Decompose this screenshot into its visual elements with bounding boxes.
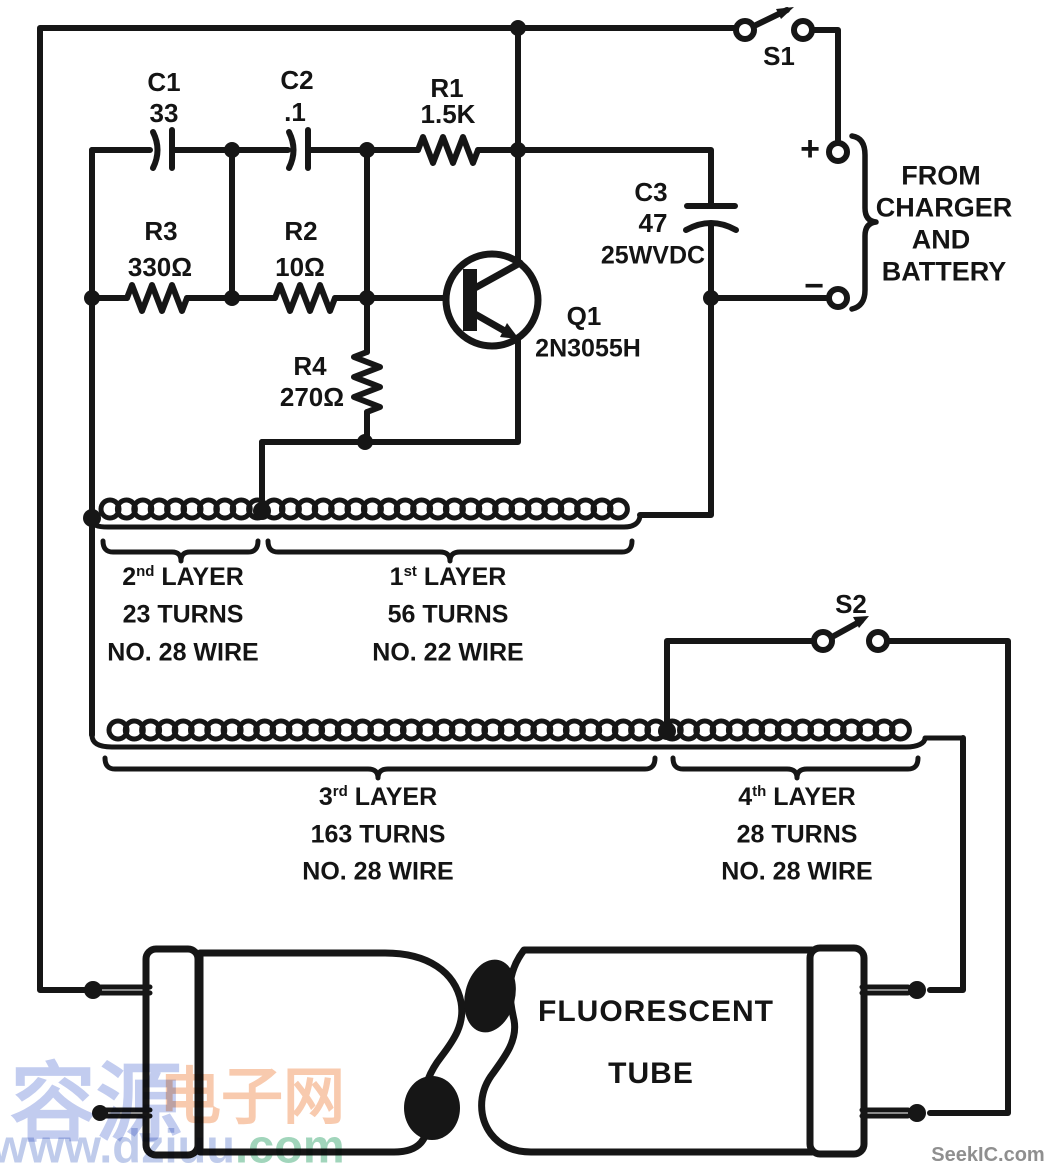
label-c3-rating: 25WVDC	[600, 241, 706, 270]
winding-4-wire: NO. 28 WIRE	[721, 857, 873, 886]
label-c2-value: .1	[284, 97, 306, 127]
winding-braces	[100, 538, 921, 781]
winding-3-title: 3rd LAYER	[318, 782, 438, 812]
tube-break-blob-bottom	[404, 1076, 460, 1140]
label-c1-ref: C1	[147, 67, 181, 97]
wire-s2-left	[664, 638, 817, 734]
watermark-url: www.dziuu.com	[0, 1119, 345, 1172]
battery-label-line2: CHARGER	[875, 192, 1013, 223]
wire-left-rail	[37, 25, 739, 993]
resistor-r1	[415, 134, 481, 166]
label-r4-ref: R4	[293, 351, 327, 381]
winding-2-wire: NO. 28 WIRE	[107, 638, 259, 667]
winding-1-turns: 56 TURNS	[387, 600, 509, 629]
battery-minus-sign: −	[804, 267, 824, 305]
capacitor-symbols	[150, 127, 739, 233]
wire-s2-right-rail	[884, 638, 1011, 1116]
label-r4-value: 270Ω	[279, 382, 345, 412]
switch-s1-symbol	[733, 7, 815, 42]
battery-label-line1: FROM	[901, 160, 981, 191]
resistor-r4	[351, 349, 383, 415]
junction-dots	[83, 20, 719, 740]
watermark-cn-orange: 电子网	[158, 1063, 346, 1132]
wire-winding2-right	[927, 735, 966, 993]
watermark-cn-blue: 容源	[10, 1056, 182, 1152]
tube-pins	[84, 981, 926, 1122]
tube-body-right	[478, 946, 816, 1156]
tube-label-line2: TUBE	[608, 1057, 694, 1090]
wire-s1-battery	[809, 27, 841, 146]
emitter-arrow	[500, 323, 519, 339]
capacitor-c1	[150, 127, 175, 171]
label-c1-value: 33	[149, 98, 179, 128]
tube-endcap-right	[806, 944, 868, 1158]
tube-label-line1: FLUORESCENT	[538, 995, 774, 1028]
label-c2-ref: C2	[280, 65, 314, 95]
winding-1-wire: NO. 22 WIRE	[372, 638, 524, 667]
winding-2-turns: 23 TURNS	[122, 600, 244, 629]
tube-body-left	[196, 949, 466, 1156]
winding-3-turns: 163 TURNS	[310, 820, 446, 849]
winding-lower-coil	[106, 718, 912, 742]
watermark-seekic: SeekIC.com	[931, 1144, 1045, 1166]
label-r2-ref: R2	[284, 216, 318, 246]
label-c3-ref: C3	[634, 177, 668, 207]
label-r3-value: 330Ω	[127, 252, 193, 282]
winding-1-title: 1st LAYER	[389, 562, 507, 592]
capacitor-c2	[286, 127, 311, 171]
switch-s2-symbol	[811, 616, 890, 653]
capacitor-c3	[683, 203, 739, 233]
tube-break-blob-top	[464, 959, 516, 1033]
battery-plus-sign: +	[800, 130, 820, 168]
label-c3-value: 47	[638, 208, 668, 238]
label-s1: S1	[763, 41, 795, 71]
label-r1-value: 1.5K	[420, 99, 476, 129]
fluorescent-tube	[84, 944, 926, 1159]
winding-4-title: 4th LAYER	[738, 782, 856, 812]
wire-ladder-verticals	[229, 147, 370, 301]
label-q1-ref: Q1	[566, 301, 602, 331]
label-r3-ref: R3	[144, 216, 178, 246]
transistor-q1-symbol	[442, 250, 542, 350]
wire-winding2-baseline	[89, 732, 966, 750]
winding-2-title: 2nd LAYER	[122, 562, 244, 592]
resistor-r2	[272, 282, 338, 314]
resistor-r3	[124, 282, 190, 314]
winding-3-wire: NO. 28 WIRE	[302, 857, 454, 886]
battery-label-line3: AND	[911, 224, 971, 255]
label-r1-ref: R1	[430, 73, 464, 103]
tube-endcap-left	[142, 945, 202, 1159]
winding-4-turns: 28 TURNS	[736, 820, 858, 849]
battery-brace	[849, 133, 879, 312]
wire-row2	[89, 147, 714, 209]
winding-upper-coil	[98, 497, 630, 521]
label-q1-part: 2N3055H	[535, 334, 641, 363]
battery-label-line4: BATTERY	[881, 256, 1007, 287]
label-r2-value: 10Ω	[275, 252, 325, 282]
resistor-symbols	[124, 134, 481, 415]
label-s2: S2	[835, 589, 867, 619]
battery-terminals	[826, 133, 879, 312]
